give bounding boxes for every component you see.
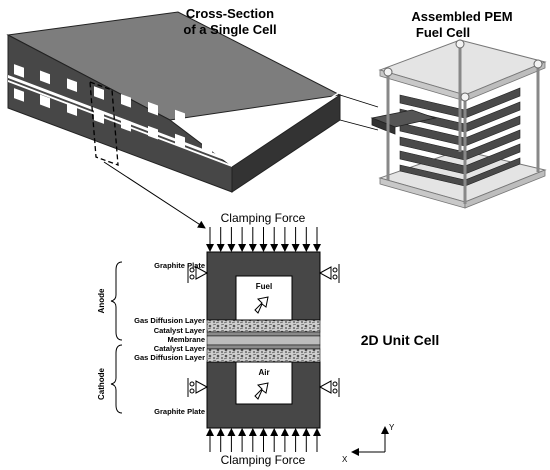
membrane-label: Membrane <box>167 335 205 344</box>
cathode-label: Cathode <box>97 367 106 400</box>
gas-diffusion-layer-bottom <box>206 348 321 363</box>
graphite-plate-bottom-label: Graphite Plate <box>154 407 205 416</box>
zoom-arrow <box>103 161 206 229</box>
air-label: Air <box>258 368 269 377</box>
axis-indicator <box>351 426 389 456</box>
catalyst-layer-bottom <box>206 344 321 350</box>
clamping-force-arrows-bottom <box>206 428 321 452</box>
clamping-force-arrows-top <box>206 227 321 252</box>
axis-y-label: Y <box>389 423 395 432</box>
unit-cell-label: 2D Unit Cell <box>361 332 440 348</box>
lower-channel-windows <box>14 88 212 156</box>
clamping-force-bottom-label: Clamping Force <box>221 453 306 467</box>
gdl-bottom-label: Gas Diffusion Layer <box>134 353 205 362</box>
catalyst-layer-top <box>206 331 321 337</box>
single-cell-block <box>6 11 342 193</box>
cross-section-title-line1: Cross-Section <box>186 6 274 21</box>
axis-x-label: X <box>342 455 348 464</box>
graphite-plate-top-label: Graphite Plate <box>154 261 205 270</box>
selection-dashed-box <box>89 81 119 166</box>
anode-bracket <box>110 261 123 341</box>
catalyst-top-label: Catalyst Layer <box>154 326 205 335</box>
air-flow-arrow-icon <box>254 382 269 400</box>
cathode-bracket <box>110 344 123 414</box>
membrane-layer <box>206 335 321 346</box>
catalyst-bottom-label: Catalyst Layer <box>154 344 205 353</box>
fuel-label: Fuel <box>256 282 272 291</box>
left-supports <box>187 264 209 397</box>
assembled-title-line2: Fuel Cell <box>416 25 470 40</box>
assembled-title-line1: Assembled PEM <box>411 9 512 24</box>
unit-cell <box>187 251 340 429</box>
fuel-flow-arrow-icon <box>254 296 269 314</box>
anode-label: Anode <box>97 288 106 313</box>
right-supports <box>318 264 340 397</box>
cross-section-title-line2: of a Single Cell <box>183 22 276 37</box>
clamping-force-top-label: Clamping Force <box>221 211 306 225</box>
upper-channel-windows <box>14 64 212 132</box>
gas-diffusion-layer-top <box>206 319 321 333</box>
gdl-top-label: Gas Diffusion Layer <box>134 316 205 325</box>
air-channel <box>235 361 293 405</box>
assembled-stack <box>370 39 547 209</box>
